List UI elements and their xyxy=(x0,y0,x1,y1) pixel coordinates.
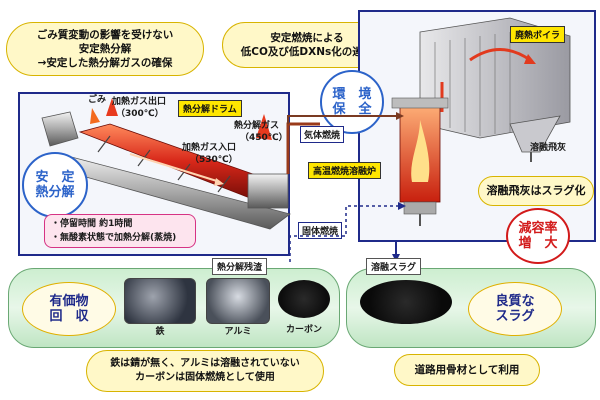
aluminum-sample xyxy=(206,278,270,324)
gas-outlet-temp: （300℃） xyxy=(116,109,164,119)
stable-pyrolysis-badge: 安 定 熱分解 xyxy=(22,152,88,218)
badge-line-2: 増 大 xyxy=(518,236,558,251)
badge-line-1: 環 境 xyxy=(332,87,372,102)
valuable-recovery-badge: 有価物 回 収 xyxy=(22,282,116,336)
stay-time-line-2: ・無酸素状態で加熱分解(蒸焼) xyxy=(51,233,177,243)
gas-inlet-temp: （530℃） xyxy=(190,155,238,165)
environment-badge: 環 境 保 全 xyxy=(320,70,384,134)
slag-sample xyxy=(360,280,452,324)
note-line-2: カーボンは固体燃焼として使用 xyxy=(135,372,275,383)
badge-line-1: 減容率 xyxy=(518,221,558,236)
badge-line-2: 保 全 xyxy=(332,102,372,117)
note-line-1: 鉄は錆が無く、アルミは溶融されていない xyxy=(110,358,300,369)
iron-caption: 鉄 xyxy=(155,327,165,337)
badge-line-2: スラグ xyxy=(495,309,535,324)
molten-fly-ash-label: 溶融飛灰 xyxy=(530,143,567,153)
good-slag-badge: 良質な スラグ xyxy=(468,282,562,336)
callout-line-1: ごみ質変動の影響を受けない xyxy=(36,29,174,41)
stay-time-line-1: ・停留時間 約1時間 xyxy=(51,219,133,229)
slag-label: 溶融スラグ xyxy=(366,258,422,275)
road-use-callout: 道路用骨材として利用 xyxy=(394,354,540,386)
callout-text: 溶融飛灰はスラグ化 xyxy=(486,184,586,197)
callout-line-2: 安定熱分解 xyxy=(78,43,132,55)
metal-note-callout: 鉄は錆が無く、アルミは溶融されていない カーボンは固体燃焼として使用 xyxy=(86,350,324,392)
carbon-caption: カーボン xyxy=(285,325,322,335)
fly-ash-slag-callout: 溶融飛灰はスラグ化 xyxy=(478,176,594,206)
iron-sample xyxy=(124,278,196,324)
pyro-gas-temp: （450℃） xyxy=(240,133,288,143)
badge-line-1: 安 定 xyxy=(35,170,75,185)
callout-line-2: 低CO及び低DXNs化の達成 xyxy=(240,46,374,58)
pyrolysis-drum-illustration xyxy=(38,98,320,230)
gas-combustion-label: 気体燃焼 xyxy=(300,126,345,143)
callout-line-1: 安定燃焼による xyxy=(270,32,344,44)
gas-outlet-label: 加熱ガス出口 xyxy=(112,97,167,107)
stay-time-note: ・停留時間 約1時間 ・無酸素状態で加熱分解(蒸焼) xyxy=(44,214,196,248)
solid-combustion-label: 固体燃焼 xyxy=(298,222,343,239)
volume-reduction-badge: 減容率 増 大 xyxy=(506,208,570,264)
boiler-furnace-illustration xyxy=(391,17,571,226)
pyro-gas-label: 熱分解ガス xyxy=(234,121,280,131)
residue-label: 熱分解残渣 xyxy=(212,258,268,275)
badge-line-2: 回 収 xyxy=(49,309,89,324)
callout-line-3: →安定した熱分解ガスの確保 xyxy=(37,57,173,69)
badge-line-2: 熱分解 xyxy=(35,185,75,200)
garbage-label: ごみ xyxy=(88,95,107,105)
badge-line-1: 有価物 xyxy=(49,294,89,309)
gas-inlet-label: 加熱ガス入口 xyxy=(182,143,237,153)
carbon-sample xyxy=(278,280,330,318)
aluminum-caption: アルミ xyxy=(224,327,252,337)
badge-line-1: 良質な xyxy=(495,294,535,309)
stable-pyrolysis-callout: ごみ質変動の影響を受けない 安定熱分解 →安定した熱分解ガスの確保 xyxy=(6,22,204,76)
road-use-text: 道路用骨材として利用 xyxy=(414,364,520,376)
pyrolysis-drum-label: 熱分解ドラム xyxy=(178,100,242,117)
waste-heat-boiler-label: 廃熱ボイラ xyxy=(510,26,566,43)
melting-furnace-label: 高温燃焼溶融炉 xyxy=(308,162,382,179)
